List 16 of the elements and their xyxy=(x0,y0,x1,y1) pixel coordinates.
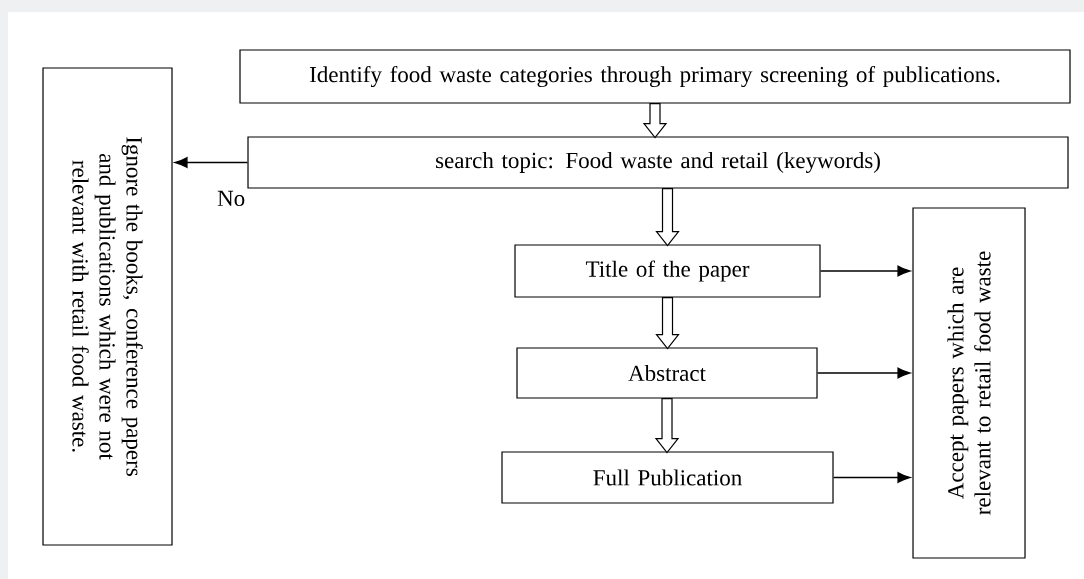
arrow xyxy=(819,265,911,277)
process-box: Identify food waste categories through primary screening of publications. xyxy=(239,49,1071,104)
arrow xyxy=(655,188,680,247)
process-box: search topic: Food waste and retail (keywords) xyxy=(247,136,1069,189)
arrow xyxy=(832,472,911,483)
edge-label: No xyxy=(215,188,248,209)
arrow xyxy=(816,367,911,379)
process-box: Abstract xyxy=(516,347,818,399)
arrow xyxy=(174,157,249,168)
process-box: Full Publication xyxy=(501,451,834,504)
process-box: Title of the paper xyxy=(514,244,821,298)
arrow xyxy=(654,398,680,454)
arrow xyxy=(642,103,668,139)
arrow xyxy=(655,297,680,350)
process-box: Accept papers which are relevant to retail food waste xyxy=(912,207,1026,559)
process-box: Ignore the books, conference papers and publications which were not relevant with retail food waste. xyxy=(42,67,173,546)
